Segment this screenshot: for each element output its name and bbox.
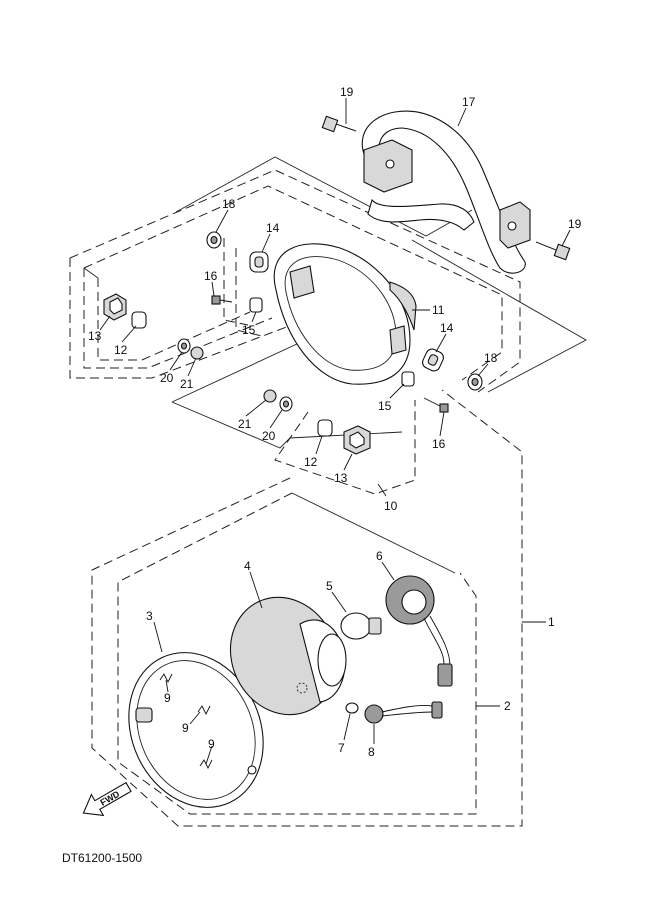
callout-6: 6 xyxy=(376,549,383,563)
headlight-bracket xyxy=(361,110,526,274)
headlight-housing-group xyxy=(273,243,417,385)
lens-socket xyxy=(317,633,347,687)
collar-12-left xyxy=(131,311,147,329)
screw-16-right xyxy=(423,397,449,413)
fwd-arrow: FWD xyxy=(82,781,132,817)
callout-16-left: 16 xyxy=(204,269,218,283)
assembly-outlines xyxy=(69,156,587,827)
leader-lines xyxy=(99,98,571,765)
housing-tab-upper xyxy=(289,265,315,299)
callout-8: 8 xyxy=(368,745,375,759)
clip-9-middle xyxy=(197,705,211,716)
headlight-bulb xyxy=(340,612,382,640)
callout-14-right: 14 xyxy=(440,321,454,335)
callout-20-left: 20 xyxy=(160,371,174,385)
callout-9-middle: 9 xyxy=(182,721,189,735)
outline-housing-middle xyxy=(83,185,503,381)
outline-assembly-1 xyxy=(91,389,523,827)
outline-left-inner xyxy=(97,278,251,361)
callout-1: 1 xyxy=(548,615,555,629)
callout-13-left: 13 xyxy=(88,329,102,343)
callout-21-right: 21 xyxy=(238,417,252,431)
callout-7: 7 xyxy=(338,741,345,755)
headlight-unit xyxy=(128,575,453,808)
bolt-19-right xyxy=(535,241,571,261)
outline-housing-inner-b xyxy=(223,238,249,326)
cap-nut-21-left xyxy=(190,346,204,360)
screw-16-left xyxy=(211,295,233,305)
callout-9-lower: 9 xyxy=(208,737,215,751)
callout-2: 2 xyxy=(504,699,511,713)
outline-housing-inner xyxy=(235,248,263,337)
callout-12-left: 12 xyxy=(114,343,128,357)
callout-5: 5 xyxy=(326,579,333,593)
clip-9-upper xyxy=(159,673,173,684)
collar-15-right xyxy=(401,371,415,387)
callout-17: 17 xyxy=(462,95,476,109)
bulb-socket xyxy=(385,575,453,687)
headlight-bracket-group xyxy=(321,110,571,274)
callout-15-left: 15 xyxy=(242,323,256,337)
callout-10: 10 xyxy=(384,499,398,513)
callout-11: 11 xyxy=(432,303,445,317)
housing-back xyxy=(389,281,417,331)
bolt-19-left xyxy=(321,115,357,133)
cap-nut-21-right xyxy=(263,389,277,403)
callout-19-right: 19 xyxy=(568,217,582,231)
socket-connector xyxy=(437,663,453,687)
callout-19-upper: 19 xyxy=(340,85,354,99)
callout-16-right: 16 xyxy=(432,437,446,451)
diagram-code: DT61200-1500 xyxy=(62,851,142,865)
headlight-housing xyxy=(273,243,411,385)
collar-15-left xyxy=(249,297,263,313)
outline-left-middle xyxy=(83,268,273,369)
callout-18-upper: 18 xyxy=(222,197,236,211)
collar-12-right xyxy=(317,419,333,437)
plane-right xyxy=(411,239,587,393)
outline-assembly-10 xyxy=(274,400,416,495)
headlight-lens-unit xyxy=(229,596,347,716)
callout-12-right: 12 xyxy=(304,455,318,469)
bracket-hole-right xyxy=(507,221,517,231)
callout-21-left: 21 xyxy=(180,377,194,391)
bracket-hole-left xyxy=(385,159,395,169)
rim-clip xyxy=(135,707,153,723)
plane-top xyxy=(175,156,473,237)
callout-20-right: 20 xyxy=(262,429,276,443)
housing-tab-lower xyxy=(389,325,407,355)
position-socket xyxy=(364,701,443,724)
outline-assembly-2 xyxy=(117,492,477,815)
mounting-hardware xyxy=(103,231,483,455)
callout-18-right: 18 xyxy=(484,351,498,365)
outline-left-outer xyxy=(69,258,306,379)
outline-housing-outer xyxy=(69,169,521,393)
callout-14-upper: 14 xyxy=(266,221,280,235)
callout-9-upper: 9 xyxy=(164,691,171,705)
callout-13-right: 13 xyxy=(334,471,348,485)
position-bulb xyxy=(345,702,359,714)
callout-4: 4 xyxy=(244,559,251,573)
callout-15-right: 15 xyxy=(378,399,392,413)
plane-left-box xyxy=(83,267,99,279)
headlight-rim xyxy=(128,652,264,808)
plane-low xyxy=(291,492,456,574)
callout-3: 3 xyxy=(146,609,153,623)
bracket-arm xyxy=(367,198,475,231)
callout-numbers: 19 17 18 14 19 16 15 11 13 12 20 21 14 1… xyxy=(88,85,582,759)
